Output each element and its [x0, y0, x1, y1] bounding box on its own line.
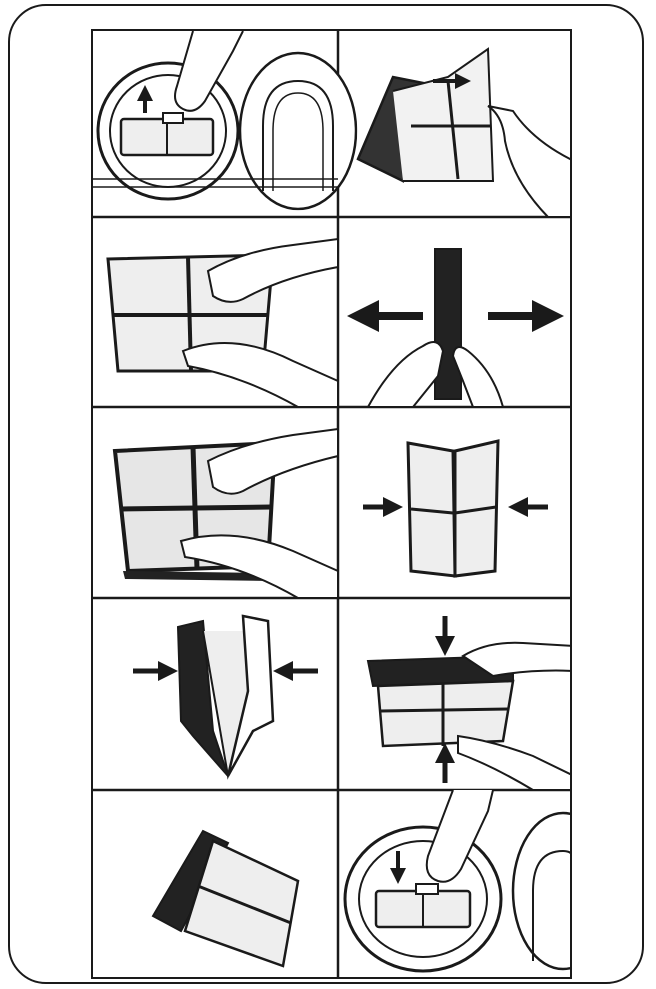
press-filter-halves-together-icon	[363, 439, 548, 578]
instruction-grid-svg	[93, 31, 570, 977]
open-filter-frame-icon	[106, 237, 339, 408]
outer-rounded-frame	[8, 4, 644, 984]
step-3-open-frame-panel	[106, 237, 339, 408]
squeeze-filter-closed-icon	[366, 616, 570, 791]
step-10-reinsert-panel	[343, 789, 570, 973]
step-2-unfold-filter-panel	[356, 47, 570, 218]
fold-filter-inward-icon	[133, 614, 318, 780]
step-7-fold-inward-panel	[133, 614, 318, 780]
unfold-filter-housing-icon	[356, 47, 570, 218]
step-4-pull-apart-panel	[347, 248, 564, 408]
step-5-wipe-lint-panel	[112, 427, 339, 599]
step-1-remove-filter-panel	[93, 31, 356, 209]
remove-lint-filter-from-drum-icon	[93, 31, 356, 209]
folded-filter-icon	[151, 829, 300, 968]
step-8-squeeze-closed-panel	[366, 616, 570, 791]
step-9-folded-filter-panel	[151, 829, 300, 968]
wipe-lint-from-mesh-icon	[112, 427, 339, 599]
pull-filter-halves-apart-icon	[347, 248, 564, 408]
instruction-grid	[91, 29, 572, 979]
reinsert-lint-filter-icon	[343, 789, 570, 973]
step-6-press-together-panel	[363, 439, 548, 578]
